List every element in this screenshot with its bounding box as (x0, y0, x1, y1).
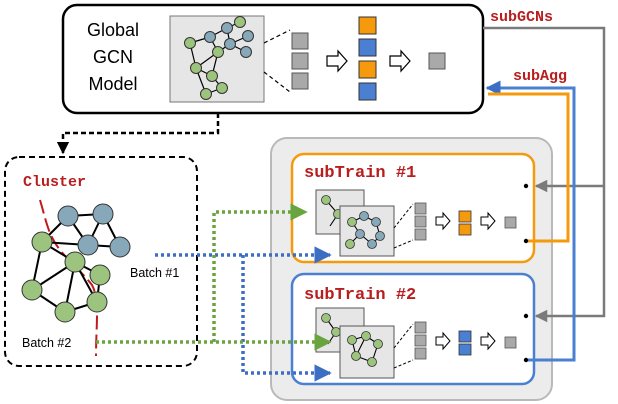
cluster-panel: Cluster (4, 156, 198, 367)
hollow-arrow-icon (326, 49, 348, 73)
global-feature-blocks (291, 32, 309, 90)
global-model-label-line2: GCN (93, 47, 133, 67)
global-graph (169, 15, 265, 103)
subagg-arrows: subAgg (485, 68, 576, 363)
global-model-label-line1: Global (87, 20, 139, 40)
hollow-arrow-icon (480, 211, 496, 231)
batch-arrows (96, 203, 332, 382)
global-output-block (428, 52, 446, 70)
batch2-label: Batch #2 (22, 336, 71, 350)
subagg-label: subAgg (513, 68, 567, 85)
subtrain-2-label: subTrain #2 (304, 286, 416, 305)
global-to-cluster-arrow (56, 113, 220, 155)
cluster-label: Cluster (23, 174, 86, 191)
subtrain-1-label: subTrain #1 (304, 164, 416, 183)
hollow-arrow-icon (389, 49, 411, 73)
subgcns-label: subGCNs (490, 9, 553, 26)
hollow-arrow-icon (480, 331, 496, 351)
subtrain-1-graphs (315, 189, 395, 257)
subgcns-arrows: subGCNs (483, 9, 606, 323)
global-weight-blocks (358, 16, 377, 101)
batch1-label: Batch #1 (130, 266, 179, 280)
global-gcn-model: Global GCN Model (61, 3, 485, 115)
hollow-arrow-icon (435, 331, 451, 351)
global-model-label-line3: Model (88, 74, 137, 94)
subtrain-2-graphs (315, 307, 395, 379)
subtrain-2: subTrain #2 (290, 272, 536, 386)
subtrain-1: subTrain #1 (290, 152, 536, 264)
hollow-arrow-icon (435, 211, 451, 231)
